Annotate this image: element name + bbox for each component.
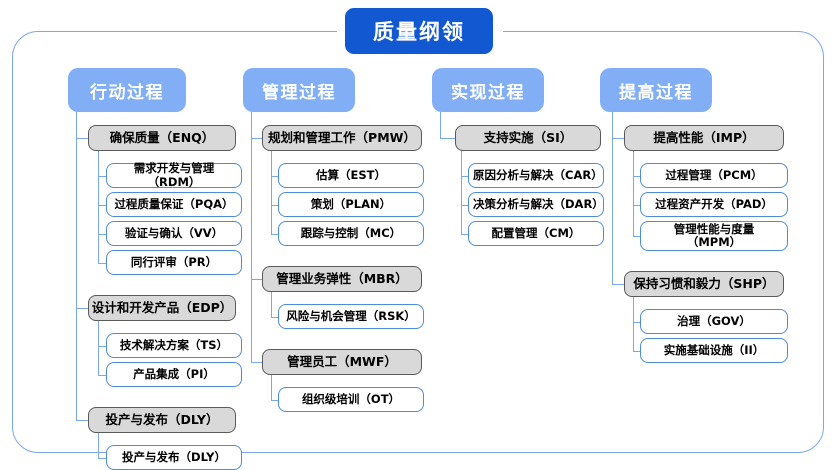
branch-spine-2-2 [271, 292, 273, 317]
column-trunk-1 [76, 112, 78, 420]
connector-leaf-1-2-1 [98, 345, 106, 347]
branch-spine-1-1 [98, 151, 100, 263]
connector-group-2-3 [251, 362, 262, 364]
group-box-1-2[interactable]: 设计和开发产品（EDP） [88, 295, 236, 321]
leaf-box-1-2-2[interactable]: 产品集成（PI） [106, 362, 242, 387]
column-header-3: 实现过程 [432, 68, 544, 112]
leaf-box-4-1-2[interactable]: 过程资产开发（PAD） [640, 192, 788, 217]
leaf-box-2-1-3[interactable]: 跟踪与控制（MC） [278, 221, 424, 246]
group-box-1-1[interactable]: 确保质量（ENQ） [88, 125, 236, 151]
leaf-box-2-2-1[interactable]: 风险与机会管理（RSK） [278, 304, 424, 329]
connector-group-2-1 [251, 138, 262, 140]
connector-leaf-3-1-3 [461, 233, 468, 235]
branch-spine-3-1 [461, 151, 463, 234]
connector-leaf-1-1-2 [98, 204, 106, 206]
group-box-4-1[interactable]: 提高性能（IMP） [624, 125, 784, 151]
group-box-2-2[interactable]: 管理业务弹性（MBR） [262, 266, 422, 292]
leaf-box-3-1-2[interactable]: 决策分析与解决（DAR） [468, 192, 604, 217]
connector-group-4-2 [612, 284, 624, 286]
connector-group-4-1 [612, 138, 624, 140]
leaf-box-3-1-3[interactable]: 配置管理（CM） [468, 221, 604, 246]
connector-leaf-1-2-2 [98, 374, 106, 376]
connector-leaf-1-3-1 [98, 457, 106, 459]
connector-leaf-4-2-1 [633, 321, 640, 323]
group-box-2-1[interactable]: 规划和管理工作（PMW） [262, 125, 422, 151]
leaf-box-1-3-1[interactable]: 投产与发布（DLY） [106, 445, 242, 470]
leaf-box-1-1-4[interactable]: 同行评审（PR） [106, 250, 242, 275]
connector-group-1-1 [76, 138, 88, 140]
branch-spine-4-2 [633, 297, 635, 351]
column-header-1: 行动过程 [68, 68, 186, 112]
group-box-3-1[interactable]: 支持实施（SI） [455, 125, 601, 151]
group-box-1-3[interactable]: 投产与发布（DLY） [88, 407, 236, 433]
connector-group-2-2 [251, 279, 262, 281]
connector-leaf-3-1-2 [461, 204, 468, 206]
leaf-box-1-2-1[interactable]: 技术解决方案（TS） [106, 333, 242, 358]
branch-spine-4-1 [633, 151, 635, 236]
branch-spine-1-2 [98, 321, 100, 375]
column-trunk-4 [612, 112, 614, 284]
column-header-4: 提高过程 [600, 68, 712, 112]
connector-leaf-2-3-1 [271, 399, 278, 401]
connector-leaf-2-2-1 [271, 316, 278, 318]
leaf-box-2-3-1[interactable]: 组织级培训（OT） [278, 387, 424, 412]
leaf-box-4-1-1[interactable]: 过程管理（PCM） [640, 163, 788, 188]
connector-group-1-2 [76, 308, 88, 310]
leaf-box-1-1-1[interactable]: 需求开发与管理（RDM） [106, 161, 242, 188]
column-trunk-2 [251, 112, 253, 362]
connector-leaf-4-1-1 [633, 175, 640, 177]
connector-leaf-1-1-3 [98, 233, 106, 235]
leaf-box-2-1-2[interactable]: 策划（PLAN） [278, 192, 424, 217]
connector-leaf-3-1-1 [461, 175, 468, 177]
leaf-box-4-2-2[interactable]: 实施基础设施（II） [640, 338, 788, 363]
connector-leaf-2-1-2 [271, 204, 278, 206]
diagram-title: 质量纲领 [345, 8, 493, 54]
column-header-2: 管理过程 [243, 68, 355, 112]
connector-group-3-1 [440, 138, 455, 140]
leaf-box-4-1-3[interactable]: 管理性能与度量（MPM） [640, 221, 788, 251]
connector-leaf-1-1-4 [98, 262, 106, 264]
branch-spine-1-3 [98, 433, 100, 458]
leaf-box-2-1-1[interactable]: 估算（EST） [278, 163, 424, 188]
leaf-box-3-1-1[interactable]: 原因分析与解决（CAR） [468, 163, 604, 188]
connector-leaf-1-1-1 [98, 175, 106, 177]
connector-leaf-4-2-2 [633, 350, 640, 352]
leaf-box-1-1-2[interactable]: 过程质量保证（PQA） [106, 192, 242, 217]
branch-spine-2-1 [271, 151, 273, 234]
connector-leaf-2-1-3 [271, 233, 278, 235]
connector-leaf-4-1-3 [633, 236, 640, 238]
group-box-2-3[interactable]: 管理员工（MWF） [262, 349, 422, 375]
connector-leaf-4-1-2 [633, 204, 640, 206]
column-trunk-3 [440, 112, 442, 138]
branch-spine-2-3 [271, 375, 273, 400]
connector-leaf-2-1-1 [271, 175, 278, 177]
leaf-box-1-1-3[interactable]: 验证与确认（VV） [106, 221, 242, 246]
connector-group-1-3 [76, 420, 88, 422]
leaf-box-4-2-1[interactable]: 治理（GOV） [640, 309, 788, 334]
group-box-4-2[interactable]: 保持习惯和毅力（SHP） [624, 271, 784, 297]
